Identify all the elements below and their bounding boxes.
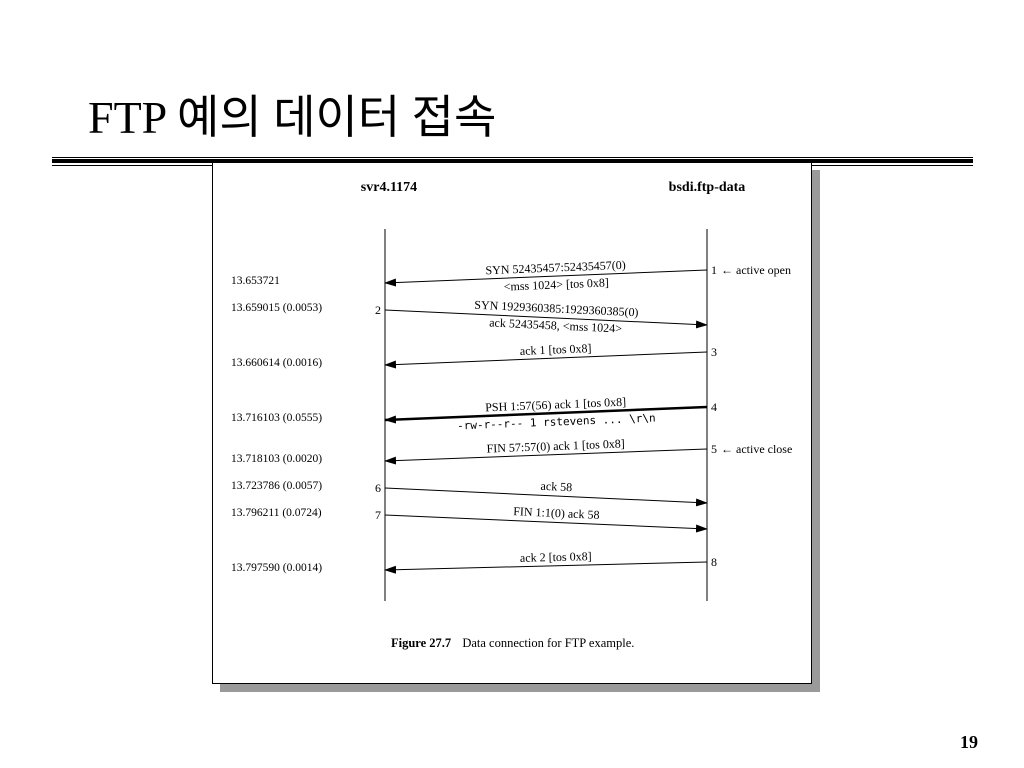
slide-title: FTP 예의 데이터 접속: [88, 92, 497, 143]
tcp-timeline-diagram: svr4.1174 bsdi.ftp-data Figure 27.7 Data…: [231, 180, 792, 650]
timestamp-label: 13.796211 (0.0724): [231, 507, 322, 519]
timestamp-label: 13.718103 (0.0020): [231, 453, 322, 465]
segment-arrow: [384, 487, 708, 507]
page-number: 19: [960, 732, 978, 752]
segment-label: ack 1 [tos 0x8]: [520, 341, 592, 358]
title-rule-thick: [52, 159, 973, 163]
segment-number: 2: [375, 303, 381, 317]
segment-number: 7: [375, 508, 381, 522]
timestamp-label: 13.797590 (0.0014): [231, 562, 322, 574]
segment-note: ← active open: [721, 263, 791, 277]
segment-arrow: [384, 309, 708, 329]
right-host-label: bsdi.ftp-data: [669, 180, 746, 195]
timestamp-label: 13.716103 (0.0555): [231, 412, 322, 424]
segment-arrow: [384, 269, 708, 287]
segment-number: 3: [711, 345, 717, 359]
figure-caption: Figure 27.7 Data connection for FTP exam…: [391, 636, 634, 650]
segment-note: ← active close: [721, 442, 792, 456]
timestamp-label: 13.660614 (0.0016): [231, 357, 322, 369]
segment-number: 4: [711, 400, 717, 414]
segment-label: FIN 1:1(0) ack 58: [513, 504, 600, 522]
title-rule-top: [52, 157, 973, 158]
segment-label: -rw-r--r-- 1 rstevens ... \r\n: [457, 411, 656, 432]
segment-label: ack 2 [tos 0x8]: [520, 549, 592, 565]
segment-label: ack 58: [540, 479, 572, 494]
segment-number: 5: [711, 442, 717, 456]
segment-label: PSH 1:57(56) ack 1 [tos 0x8]: [485, 395, 626, 415]
segment-number: 6: [375, 481, 381, 495]
figure-panel: svr4.1174 bsdi.ftp-data Figure 27.7 Data…: [212, 162, 812, 684]
segment-number: 1: [711, 263, 717, 277]
segment-label: SYN 52435457:52435457(0): [485, 258, 626, 278]
segment-arrow: [384, 351, 708, 369]
segment-arrow: [384, 448, 708, 465]
segment-label: <mss 1024> [tos 0x8]: [503, 275, 609, 293]
timestamp-label: 13.723786 (0.0057): [231, 480, 322, 492]
segment-number: 8: [711, 555, 717, 569]
figure-caption-text: Data connection for FTP example.: [462, 636, 634, 650]
segment-arrow: [384, 561, 708, 574]
segment-label: ack 52435458, <mss 1024>: [489, 315, 623, 335]
segment-arrow: [384, 514, 708, 533]
timestamp-label: 13.659015 (0.0053): [231, 302, 322, 314]
timestamp-label: 13.653721: [231, 275, 280, 287]
segment-arrow: [384, 405, 708, 424]
left-host-label: svr4.1174: [361, 180, 417, 195]
figure-caption-label: Figure 27.7: [391, 636, 451, 650]
segment-label: FIN 57:57(0) ack 1 [tos 0x8]: [486, 436, 625, 455]
